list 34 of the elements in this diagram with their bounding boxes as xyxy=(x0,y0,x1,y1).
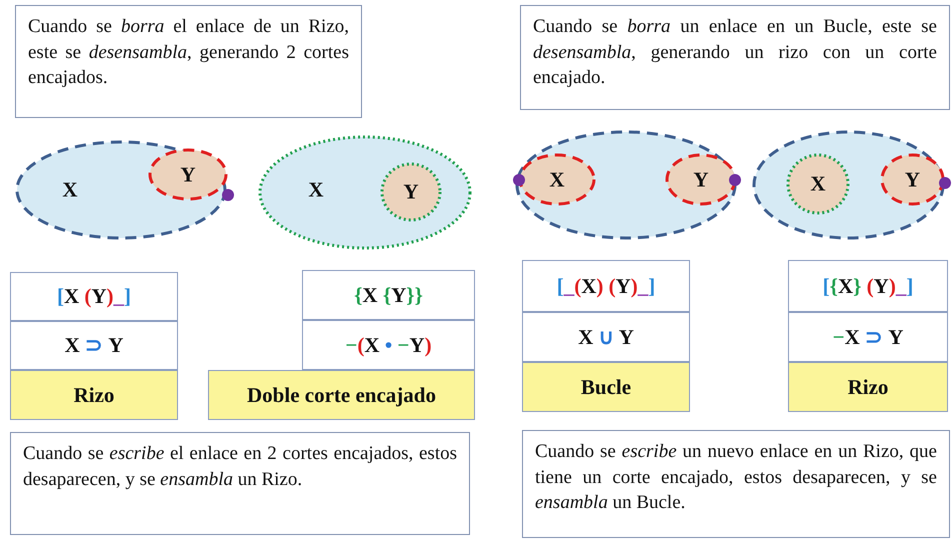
formula-cell: [_(X) (Y)_] xyxy=(522,260,690,312)
formula-cell: X ∪ Y xyxy=(522,312,690,362)
inner-set-ellipse xyxy=(518,153,596,206)
set-label: Y xyxy=(904,167,920,192)
set-ellipse xyxy=(515,130,737,240)
set-ellipse xyxy=(752,130,945,240)
name-cell: Rizo xyxy=(10,370,178,420)
name-cell: Rizo xyxy=(788,362,948,412)
set-ellipse xyxy=(258,135,472,250)
set-label: Y xyxy=(403,180,419,204)
text-box: Cuando se escribe un nuevo enlace en un Rizo, que tiene un corte encajado, estos desaparecen, y se ensambla un Bucle. xyxy=(522,430,950,538)
set-label: Y xyxy=(693,167,709,192)
inner-set-ellipse xyxy=(148,148,228,201)
name-cell: Bucle xyxy=(522,362,690,412)
formula-cell: [{X} (Y)_] xyxy=(788,260,948,312)
set-label: X xyxy=(810,172,826,196)
formula-cell: X ⊃ Y xyxy=(10,321,178,370)
formula-cell: −(X • −Y) xyxy=(302,320,475,370)
name-cell: Doble corte encajado xyxy=(208,370,475,420)
text-box: Cuando se escribe el enlace en 2 cortes encajados, estos desaparecen, y se ensambla un Rizo. xyxy=(10,432,470,535)
set-label: X xyxy=(308,178,324,202)
inner-set-ellipse xyxy=(880,153,945,206)
set-label: X xyxy=(549,167,565,192)
inner-set-ellipse xyxy=(380,162,442,222)
set-label: Y xyxy=(180,162,196,187)
formula-cell: −X ⊃ Y xyxy=(788,312,948,362)
formula-cell: {X {Y}} xyxy=(302,270,475,320)
inner-set-ellipse xyxy=(665,153,737,206)
text-box: Cuando se borra un enlace en un Bucle, este se desensambla, generando un rizo con un corte encajado. xyxy=(520,5,950,110)
text-box: Cuando se borra el enlace de un Rizo, este se desensambla, generando 2 cortes encajados. xyxy=(15,5,362,118)
set-ellipse xyxy=(15,140,227,240)
set-label: X xyxy=(62,178,78,202)
inner-set-ellipse xyxy=(786,153,850,215)
formula-cell: [X (Y)_] xyxy=(10,272,178,321)
